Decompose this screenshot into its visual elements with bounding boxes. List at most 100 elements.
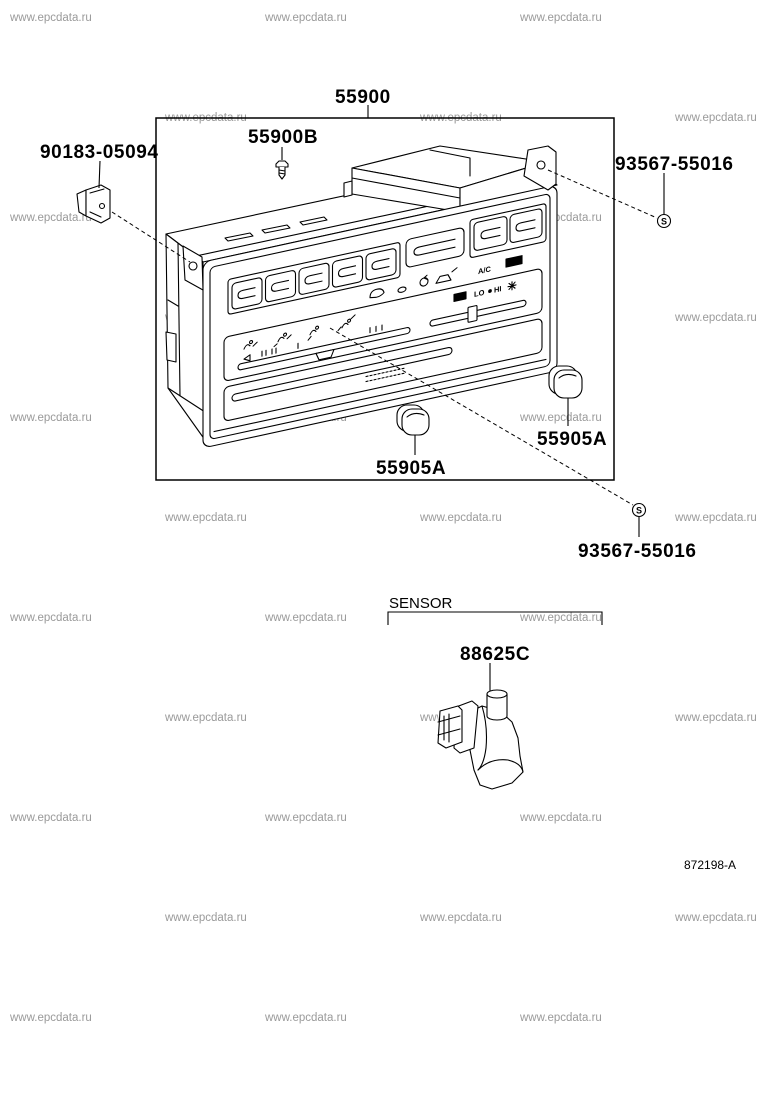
mode-slider-lever [315,348,335,361]
mode-face-icon [243,339,258,350]
nut-upper-mark: S [661,217,667,227]
watermark-text: www.epcdata.ru [264,12,347,24]
watermark-text: www.epcdata.ru [9,612,92,624]
figure-code: 872198-A [684,858,736,872]
fan-slider-lever [467,305,478,323]
watermark-text: www.epcdata.ru [519,1012,602,1024]
mode-bilevel-icon [273,332,292,348]
front-bezel: A/C LO HI [202,185,558,448]
defrost-icon [369,288,385,299]
watermark-text: www.epcdata.ru [9,812,92,824]
watermark-text: www.epcdata.ru [9,412,92,424]
label-knob-right: 55905A [537,429,607,450]
snowflake-icon [507,281,517,291]
nut-lower-mark: S [636,506,642,516]
watermark-text: www.epcdata.ru [674,912,757,924]
button-mark-icon [237,287,256,300]
sensor-body-edge [477,705,488,771]
sensor-part [437,689,524,790]
button-mark-icon [270,279,290,292]
knob-right [548,365,583,399]
mode-foot-icon [307,325,320,341]
clip-alignment-line [111,211,191,263]
watermark-text: www.epcdata.ru [674,312,757,324]
lower-nut-alignment-line [329,327,634,506]
panel-button [298,262,330,295]
recirculation-arrow-icon [423,274,428,280]
watermark-text: www.epcdata.ru [9,12,92,24]
button-mark-icon [413,238,456,256]
watermark-text: www.epcdata.ru [674,512,757,524]
watermark-text: www.epcdata.ru [264,812,347,824]
label-clip: 90183-05094 [40,142,159,163]
label-main-unit: 55900 [335,87,391,108]
panel-button [509,208,543,244]
rear-block-tab [343,180,353,198]
watermark-text: www.epcdata.ru [519,612,602,624]
label-nut-lower: 93567-55016 [578,541,697,562]
panel-button [331,255,364,288]
scale-ticks [261,324,383,357]
screw-part [275,160,289,180]
knob-highlight [406,412,425,418]
ac-label: A/C [478,264,491,276]
fan-indicator-block [453,291,467,302]
label-sensor-part: 88625C [460,644,530,665]
section-bracket [387,611,603,625]
screw-head [275,160,289,168]
nut-lower-symbol [631,502,647,518]
watermark-text: www.epcdata.ru [164,512,247,524]
wide-panel-button [405,227,465,268]
fan-slider-slot [429,299,527,327]
section-title-sensor: SENSOR [389,595,453,612]
fresh-air-icon [435,274,452,284]
leader-clip [98,160,101,189]
panel-button [473,216,508,251]
button-mark-icon [480,226,501,240]
label-nut-upper: 93567-55016 [615,154,734,175]
scale-arrow-icon [243,354,251,362]
right-mount-bracket [523,145,557,191]
rear-block-ledge [351,149,471,199]
button-mark-icon [371,257,390,270]
button-mark-icon [337,265,357,278]
watermark-text: www.epcdata.ru [9,212,92,224]
watermark-text: www.epcdata.ru [164,712,247,724]
watermark-text: www.epcdata.ru [419,912,502,924]
watermark-text: www.epcdata.ru [519,412,602,424]
label-knob-bottom: 55905A [376,458,446,479]
label-screw: 55900B [248,127,318,148]
left-face-rib [167,242,206,413]
fan-hi-label: HI [494,284,502,295]
clip-hole [98,202,106,210]
upper-nut-alignment-line [547,169,658,219]
knob-bottom [396,404,430,436]
watermark-text: www.epcdata.ru [164,912,247,924]
sensor-connector-ribs [437,713,461,743]
mode-foot-defrost-icon [337,314,356,332]
panel-button [264,270,297,303]
knob-highlight [558,373,577,379]
sensor-neck [486,693,508,721]
oval-indicator-icon [397,286,407,293]
watermark-text: www.epcdata.ru [674,712,757,724]
button-mark-icon [515,219,536,232]
watermark-text: www.epcdata.ru [519,812,602,824]
left-bracket-hole [188,261,198,271]
fan-lo-label: LO [474,288,485,299]
top-slot [261,224,291,234]
screw-thread [278,169,286,175]
button-mark-icon [304,272,323,285]
right-bracket-hole [536,160,546,170]
watermark-text: www.epcdata.ru [264,1012,347,1024]
sensor-neck-top [486,689,508,699]
vent-grill [365,367,405,383]
bezel-bottom-lip [213,358,547,433]
sensor-bulb-edge [477,759,524,773]
sensor-connector [437,705,463,749]
assembly-frame [155,117,615,481]
panel-button [365,248,397,281]
watermark-text: www.epcdata.ru [674,112,757,124]
top-slot [299,216,328,226]
